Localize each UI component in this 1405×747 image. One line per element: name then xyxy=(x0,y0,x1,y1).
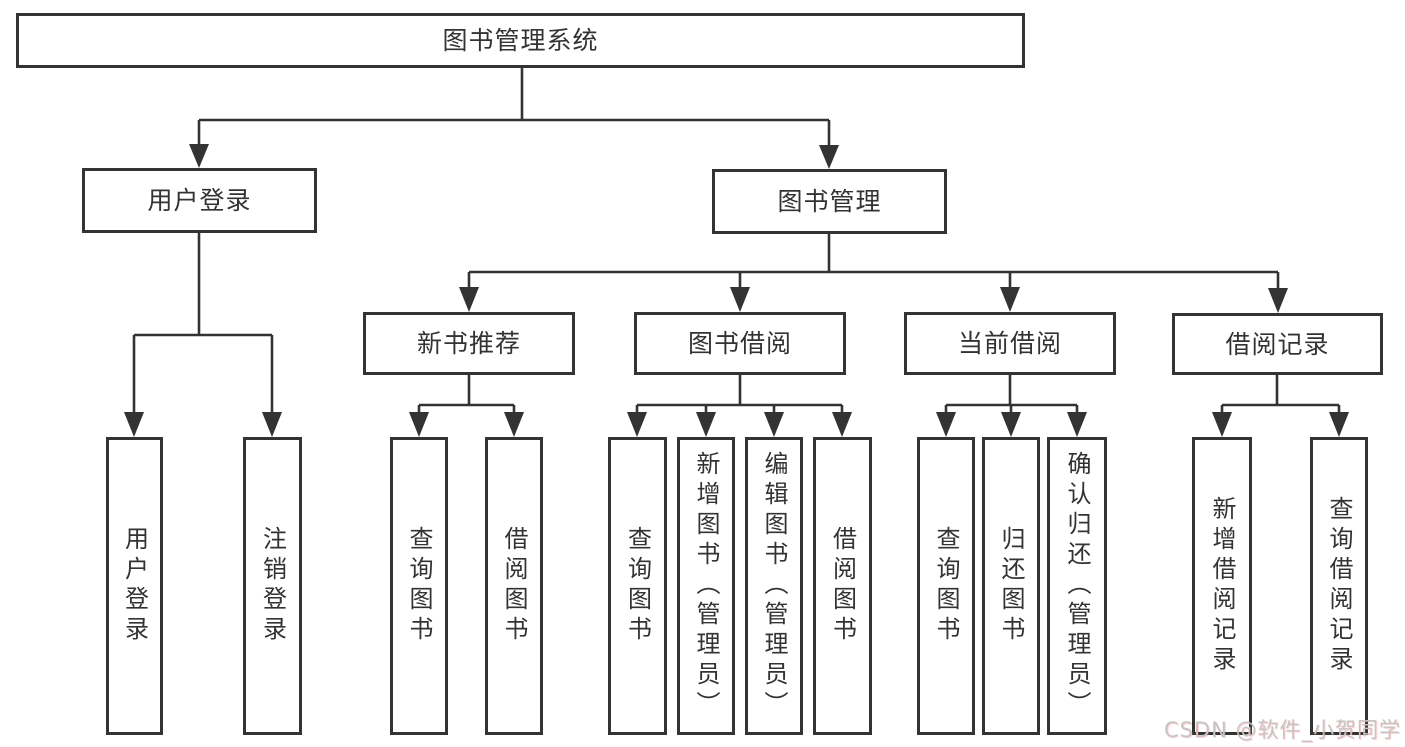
connector-book-borrow-to-leaves xyxy=(627,375,852,437)
leaf-query-books-3-label: 查询图书 xyxy=(932,526,960,646)
leaf-add-books-admin-label: 新增图书（管理员） xyxy=(692,451,720,721)
leaf-query-books-2-label: 查询图书 xyxy=(623,526,652,646)
node-current-borrow: 当前借阅 xyxy=(904,312,1116,375)
node-book-mgmt-label: 图书管理 xyxy=(777,187,882,216)
leaf-borrow-books-2-label: 借阅图书 xyxy=(828,526,857,646)
leaf-borrow-books-1-label: 借阅图书 xyxy=(500,526,528,646)
connector-new-books-to-leaves xyxy=(409,375,524,437)
leaf-edit-books-admin: 编辑图书（管理员） xyxy=(745,437,803,735)
connector-user-login-to-leaves xyxy=(124,233,282,437)
node-borrow-records-label: 借阅记录 xyxy=(1225,329,1330,359)
leaf-logout: 注销登录 xyxy=(243,437,302,735)
leaf-add-books-admin: 新增图书（管理员） xyxy=(677,437,735,735)
leaf-edit-books-admin-label: 编辑图书（管理员） xyxy=(760,451,788,721)
leaf-add-borrow-record-label: 新增借阅记录 xyxy=(1208,496,1236,676)
node-book-borrow-label: 图书借阅 xyxy=(687,329,792,358)
leaf-user-login-label: 用户登录 xyxy=(120,526,149,646)
leaf-query-borrow-record-label: 查询借阅记录 xyxy=(1325,496,1353,676)
node-new-books: 新书推荐 xyxy=(363,312,575,375)
leaf-logout-label: 注销登录 xyxy=(258,526,287,646)
leaf-return-books: 归还图书 xyxy=(982,437,1040,735)
connector-book-mgmt-to-level3 xyxy=(459,234,1288,313)
leaf-query-books-2: 查询图书 xyxy=(608,437,667,735)
leaf-query-books-1-label: 查询图书 xyxy=(405,526,433,646)
leaf-confirm-return-admin: 确认归还（管理员） xyxy=(1047,437,1107,735)
connector-borrow-records-to-leaves xyxy=(1212,375,1349,437)
connector-root-to-level2 xyxy=(189,66,839,169)
node-borrow-records: 借阅记录 xyxy=(1172,313,1383,375)
leaf-borrow-books-1: 借阅图书 xyxy=(485,437,543,735)
leaf-add-borrow-record: 新增借阅记录 xyxy=(1192,437,1252,735)
csdn-watermark: CSDN @软件_小贺同学 xyxy=(1163,718,1401,742)
leaf-query-borrow-record: 查询借阅记录 xyxy=(1310,437,1368,735)
leaf-borrow-books-2: 借阅图书 xyxy=(813,437,872,735)
node-book-mgmt: 图书管理 xyxy=(712,169,947,234)
node-book-borrow: 图书借阅 xyxy=(634,312,846,375)
connector-current-borrow-to-leaves xyxy=(936,375,1087,437)
node-root-label: 图书管理系统 xyxy=(442,26,599,55)
leaf-user-login: 用户登录 xyxy=(106,437,163,735)
leaf-query-books-3: 查询图书 xyxy=(917,437,975,735)
node-current-borrow-label: 当前借阅 xyxy=(957,329,1062,358)
leaf-confirm-return-admin-label: 确认归还（管理员） xyxy=(1063,451,1091,721)
node-new-books-label: 新书推荐 xyxy=(416,329,521,358)
node-user-login: 用户登录 xyxy=(82,168,317,233)
leaf-query-books-1: 查询图书 xyxy=(390,437,448,735)
node-user-login-label: 用户登录 xyxy=(147,186,252,215)
leaf-return-books-label: 归还图书 xyxy=(997,526,1025,646)
node-root: 图书管理系统 xyxy=(16,13,1025,68)
